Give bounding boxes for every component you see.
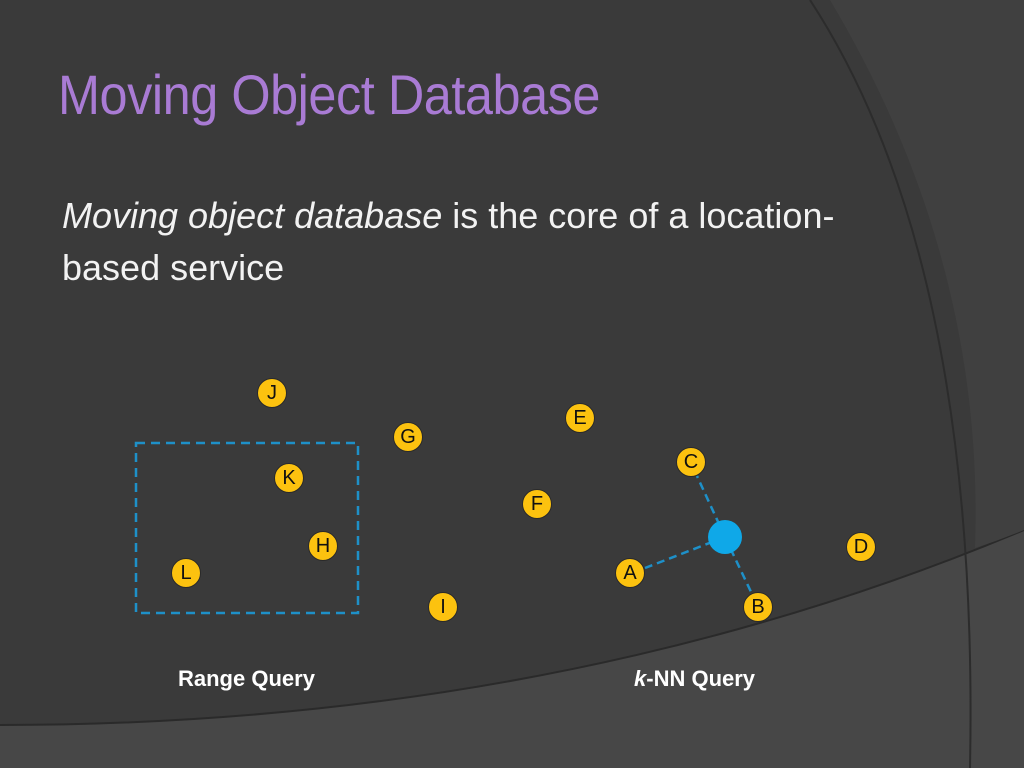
range-query-caption: Range Query: [178, 666, 315, 691]
node-c: C: [676, 447, 706, 477]
node-i: I: [428, 592, 458, 622]
node-j: J: [257, 378, 287, 408]
knn-caption-k: k: [634, 666, 647, 691]
knn-query-point: [708, 520, 742, 554]
node-l: L: [171, 558, 201, 588]
body-emphasis: Moving object database: [62, 195, 443, 236]
node-f: F: [522, 489, 552, 519]
node-e: E: [565, 403, 595, 433]
node-k: K: [274, 463, 304, 493]
range-query-box: [134, 441, 360, 615]
knn-caption-rest: -NN Query: [646, 666, 756, 691]
node-d: D: [846, 532, 876, 562]
slide-title: Moving Object Database: [58, 63, 600, 126]
knn-edge-b: [723, 536, 754, 595]
node-a: A: [615, 558, 645, 588]
knn-query-caption: k-NN Query: [634, 666, 755, 692]
node-h: H: [308, 531, 338, 561]
node-b: B: [743, 592, 773, 622]
knn-edge-c: [695, 475, 727, 538]
node-g: G: [393, 422, 423, 452]
body-paragraph: Moving object database is the core of a …: [62, 190, 842, 294]
body-rest: is the core of a location-based service: [62, 195, 835, 288]
